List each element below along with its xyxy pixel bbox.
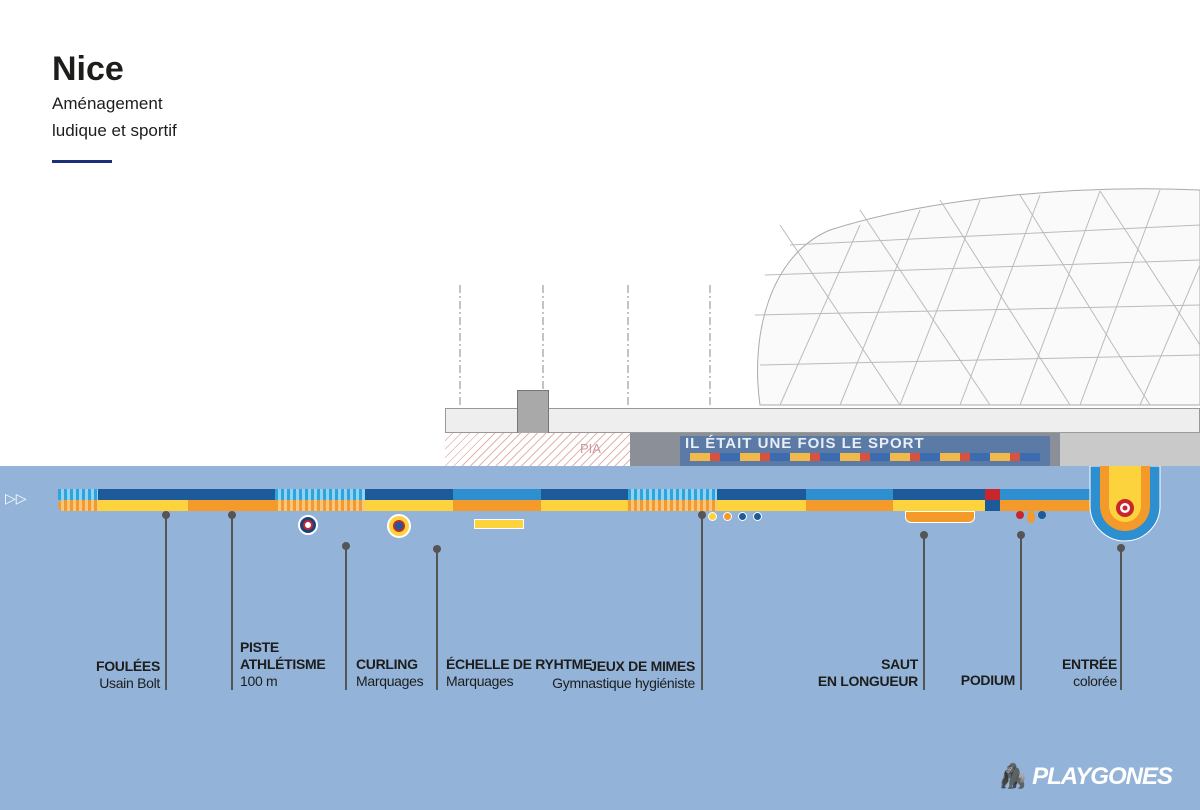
subtitle-line-2: ludique et sportif [52, 121, 177, 140]
pin-echelle [433, 545, 441, 690]
page-title: Nice [52, 50, 124, 88]
pin-foulees [162, 511, 170, 690]
pin-podium [1017, 531, 1025, 690]
pin-mimes [698, 511, 706, 690]
long-jump-pit [905, 511, 975, 523]
mime-markers [708, 512, 762, 521]
stadium-structure-drawing [754, 188, 1200, 406]
dashed-poles [459, 285, 711, 415]
label-podium: PODIUM [960, 672, 1016, 688]
pia-label: PIA [580, 441, 601, 456]
rhythm-ladder [474, 519, 524, 529]
title-rule [52, 160, 112, 163]
pin-piste [228, 511, 236, 690]
pia-hatched-zone: PIA [445, 433, 630, 468]
facade-text: IL ÉTAIT UNE FOIS LE SPORT [685, 435, 925, 452]
playgones-logo: 🦍 PLAYGONES [997, 763, 1173, 790]
pin-entree [1117, 544, 1125, 690]
track [0, 489, 1200, 512]
subtitle-line-1: Aménagement [52, 94, 163, 113]
building-roof-band [445, 408, 1200, 433]
building-facade: IL ÉTAIT UNE FOIS LE SPORT [630, 433, 1200, 468]
start-arrows-icon: ▷▷ [5, 490, 27, 506]
curling-target-icon [387, 514, 411, 538]
ground-plan [0, 466, 1200, 810]
gorilla-icon: 🦍 [997, 763, 1028, 790]
pin-saut [920, 531, 928, 690]
entrance-u-track [1089, 466, 1161, 542]
podium-markers [1016, 511, 1046, 523]
pin-curling [342, 542, 350, 690]
curling-target-icon [298, 515, 318, 535]
